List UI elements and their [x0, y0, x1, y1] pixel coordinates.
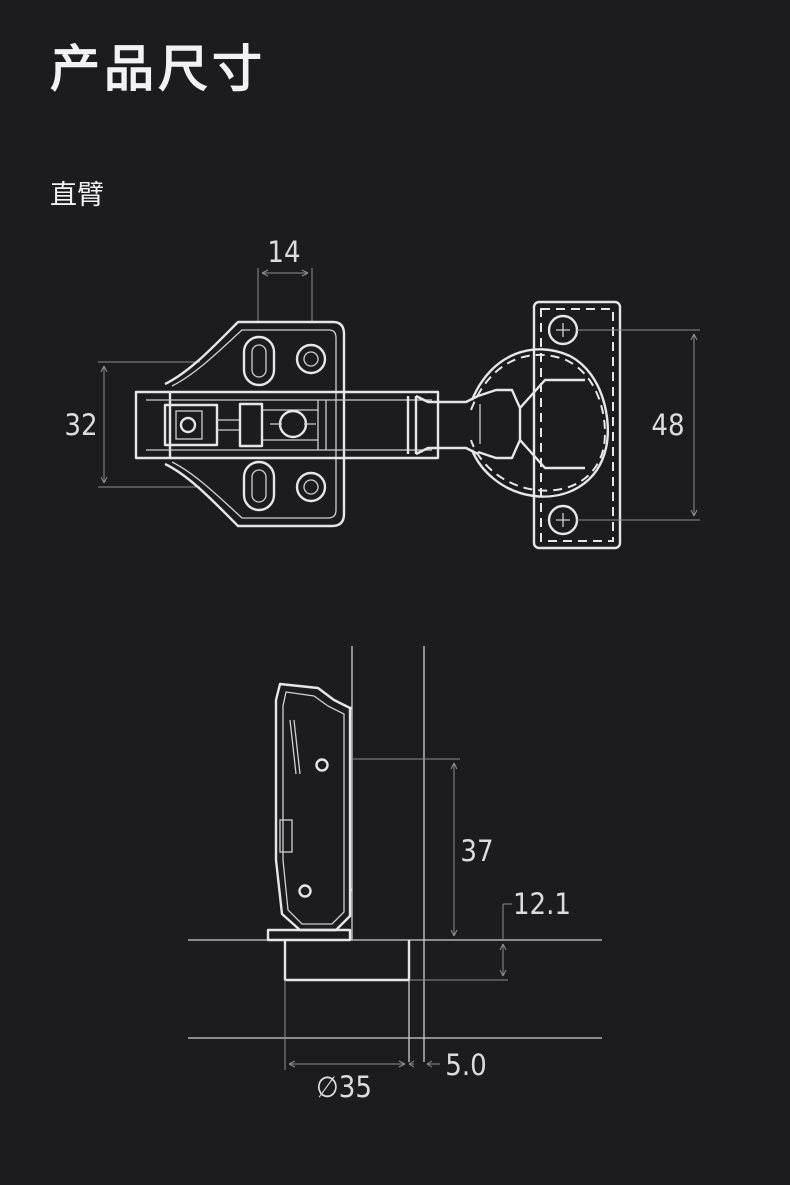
mounting-plate: [164, 320, 346, 528]
dimension-left-height: 32: [64, 361, 200, 488]
panel-lines: [188, 646, 602, 1062]
hinge-top-view: 14 32: [64, 235, 700, 550]
dimension-label-right-height: 48: [651, 408, 684, 442]
hinge-arm: [134, 390, 479, 460]
section-subtitle: 直臂: [50, 180, 104, 211]
page-title: 产品尺寸: [50, 40, 266, 98]
dimension-label-side-height: 37: [460, 834, 493, 868]
hinge-side-view: 37 12.1 ∅35 5.0: [188, 646, 602, 1104]
hinge-cup: [470, 348, 610, 498]
dimension-right-height: 48: [577, 329, 700, 521]
dimension-side-offset: 12.1: [409, 887, 571, 981]
dimension-label-top-width: 14: [267, 235, 300, 269]
dimension-label-cup-diameter: ∅35: [316, 1070, 372, 1104]
hinge-side-body: [266, 682, 411, 982]
dimension-label-left-height: 32: [64, 408, 97, 442]
dimension-edge-gap: 5.0: [408, 1048, 487, 1082]
dimension-label-edge-gap: 5.0: [445, 1048, 486, 1082]
dimension-label-side-offset: 12.1: [513, 887, 571, 921]
dimension-top-width: 14: [257, 235, 313, 322]
dimension-cup-diameter: ∅35: [284, 980, 406, 1104]
dimension-side-height: 37: [352, 758, 494, 937]
